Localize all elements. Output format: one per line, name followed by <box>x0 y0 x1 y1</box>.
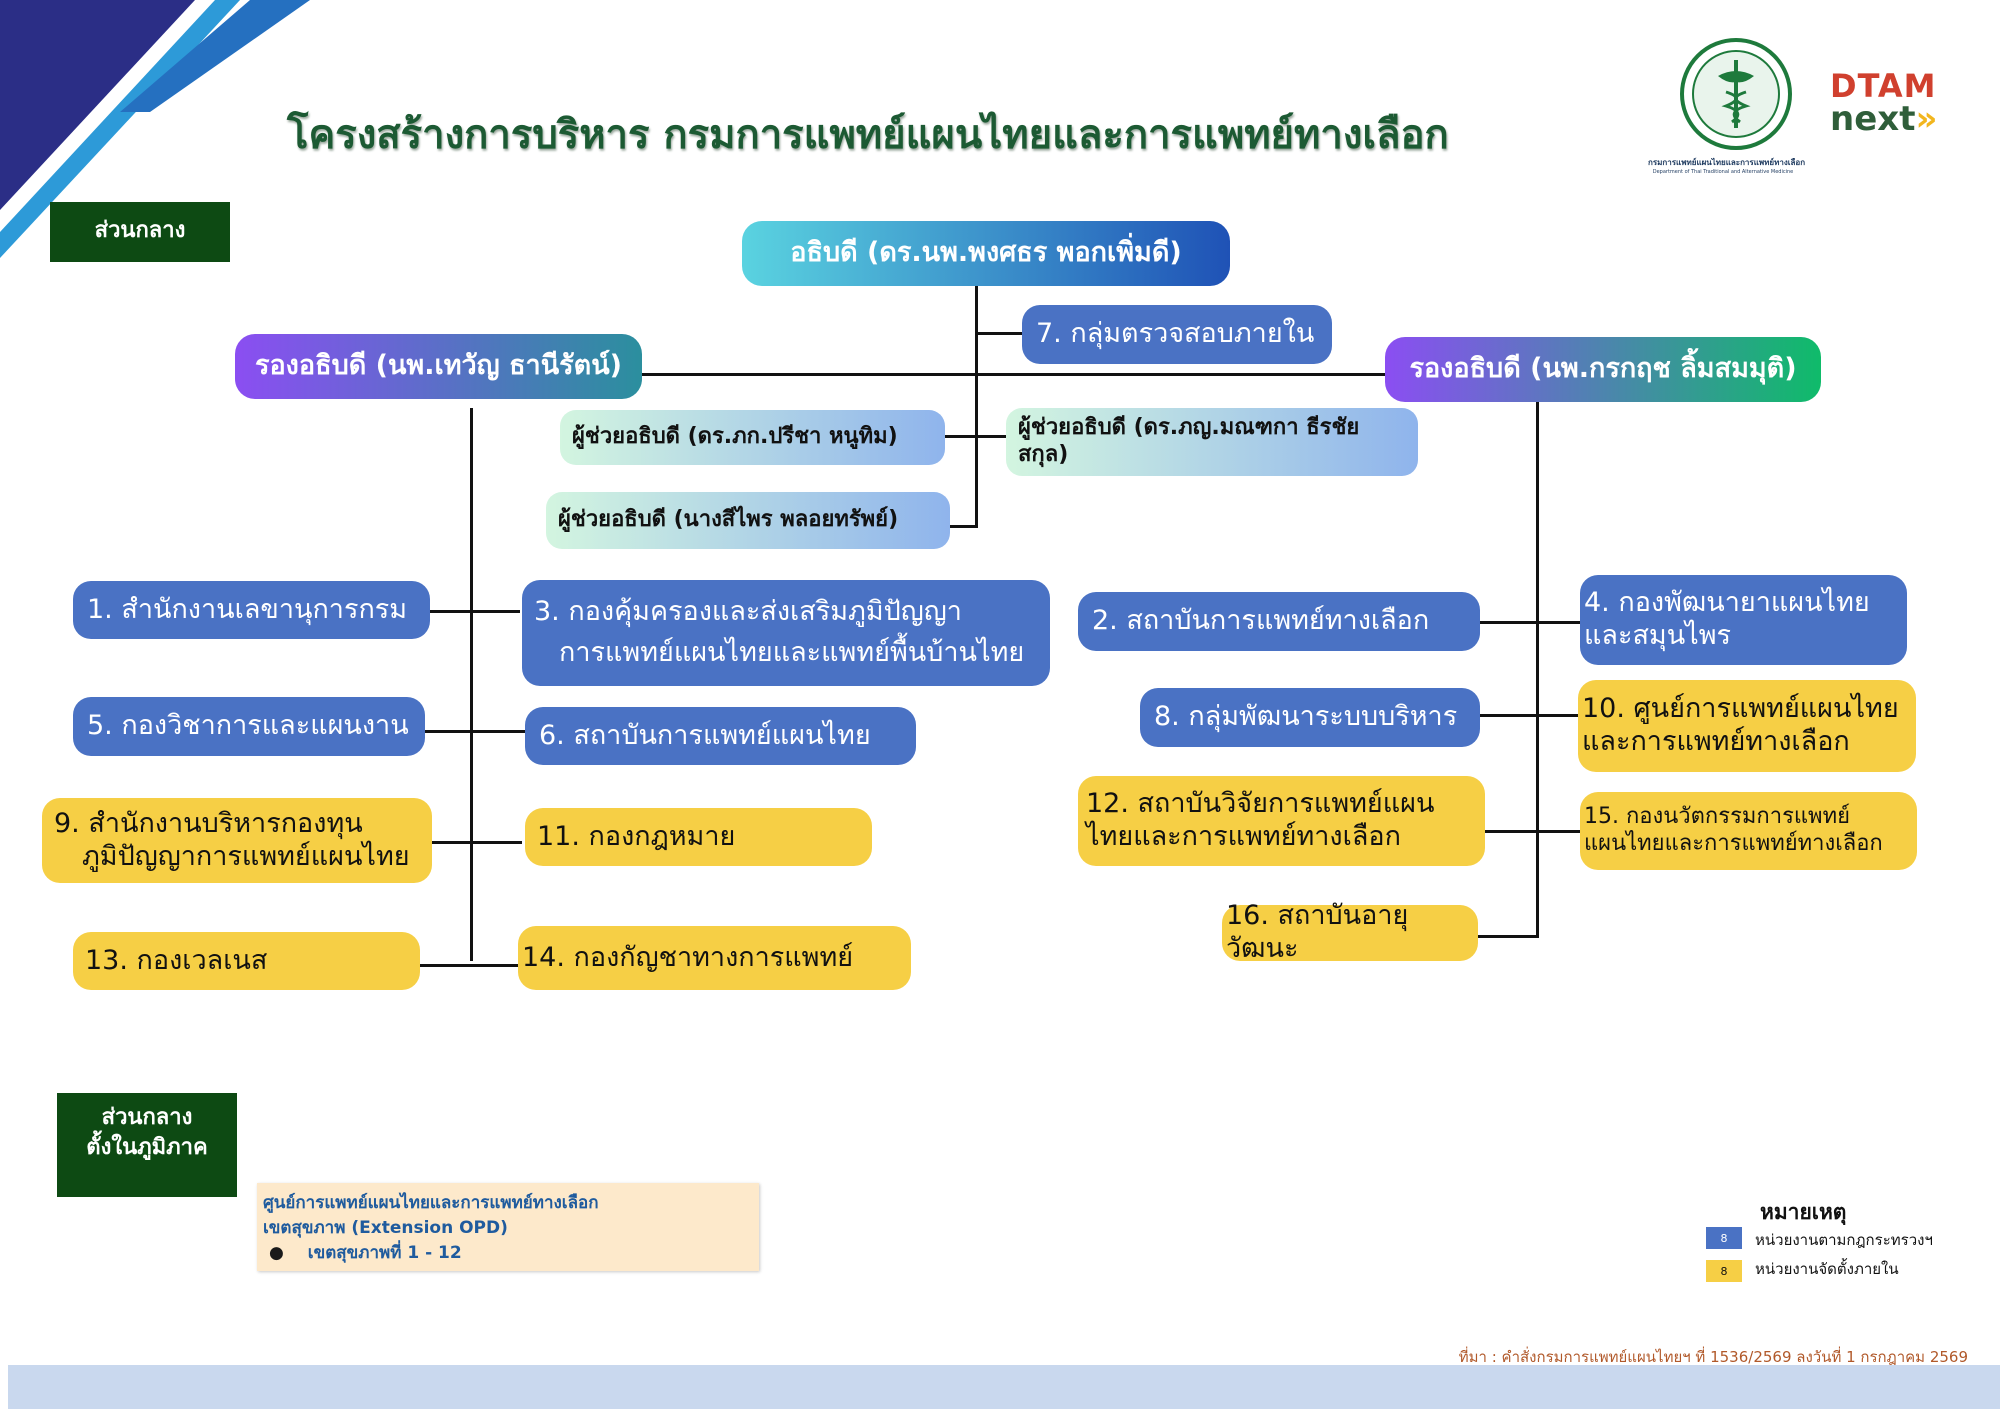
regional-centers-box: ศูนย์การแพทย์แผนไทยและการแพทย์ทางเลือก เ… <box>257 1183 759 1271</box>
legend-blue-label: หน่วยงานตามกฎกระทรวงฯ <box>1755 1231 1933 1249</box>
regional-centers-line2: เขตสุขภาพ (Extension OPD) <box>263 1218 508 1238</box>
assistant-director-box-3: ผู้ช่วยอธิบดี (นางสีไพร พลอยทรัพย์) <box>546 492 950 549</box>
unit-10-line1: 10. ศูนย์การแพทย์แผนไทย <box>1582 693 1899 725</box>
connector-line <box>975 332 1023 335</box>
assistant-director-box-1: ผู้ช่วยอธิบดี (ดร.ภก.ปรีชา หนูทิม) <box>560 410 945 465</box>
director-general-box: อธิบดี (ดร.นพ.พงศธร พอกเพิ่มดี) <box>742 221 1230 286</box>
connector-line <box>470 408 473 961</box>
connector-line <box>1480 714 1580 717</box>
deputy-director-left-box: รองอธิบดี (นพ.เทวัญ ธานีรัตน์) <box>235 334 642 399</box>
brand-bottom: next <box>1830 99 1916 139</box>
dept-name-th: กรมการแพทย์แผนไทยและการแพทย์ทางเลือก <box>1648 158 1806 167</box>
unit-11-box: 11. กองกฎหมาย <box>525 808 872 866</box>
legend-yellow-label: หน่วยงานจัดตั้งภายใน <box>1755 1260 1899 1278</box>
unit-4-line2: และสมุนไพร <box>1584 620 1732 651</box>
connector-line <box>1485 830 1580 833</box>
unit-7-box: 7. กลุ่มตรวจสอบภายใน <box>1022 305 1332 364</box>
section-label-regional: ส่วนกลาง ตั้งในภูมิภาค <box>57 1093 237 1197</box>
unit-10-box: 10. ศูนย์การแพทย์แผนไทย และการแพทย์ทางเล… <box>1578 680 1916 772</box>
legend: หมายเหตุ 8 หน่วยงานตามกฎกระทรวงฯ 8 หน่วย… <box>1700 1196 1940 1291</box>
unit-14-box: 14. กองกัญชาทางการแพทย์ <box>518 926 911 990</box>
regional-centers-bullet: เขตสุขภาพที่ 1 - 12 <box>307 1243 462 1263</box>
unit-15-box: 15. กองนวัตกรรมการแพทย์ แผนไทยและการแพทย… <box>1580 792 1917 870</box>
ministry-seal-logo: กรมการแพทย์แผนไทยและการแพทย์ทางเลือก Dep… <box>1648 36 1806 175</box>
assistant-director-box-2: ผู้ช่วยอธิบดี (ดร.ภญ.มณฑกา ธีรชัยสกุล) <box>1006 408 1418 476</box>
unit-10-line2: และการแพทย์ทางเลือก <box>1582 726 1850 757</box>
unit-8-box: 8. กลุ่มพัฒนาระบบบริหาร <box>1140 688 1480 747</box>
unit-15-line1: 15. กองนวัตกรรมการแพทย์ <box>1584 804 1850 830</box>
regional-label-line1: ส่วนกลาง <box>101 1105 193 1130</box>
connector-line <box>425 730 525 733</box>
unit-3-box: 3. กองคุ้มครองและส่งเสริมภูมิปัญญา การแพ… <box>522 580 1050 686</box>
legend-yellow-swatch: 8 <box>1706 1260 1742 1282</box>
unit-4-line1: 4. กองพัฒนายาแผนไทย <box>1584 587 1870 619</box>
bullet-icon: ● <box>269 1243 284 1263</box>
unit-16-box: 16. สถาบันอายุวัฒนะ <box>1222 900 1478 964</box>
unit-3-line1: 3. กองคุ้มครองและส่งเสริมภูมิปัญญา <box>534 596 962 628</box>
deputy-director-right-box: รองอธิบดี (นพ.กรกฤช ลิ้มสมมุติ) <box>1385 337 1821 402</box>
page-title: โครงสร้างการบริหาร กรมการแพทย์แผนไทยและก… <box>287 112 1449 158</box>
unit-12-line2: ไทยและการแพทย์ทางเลือก <box>1086 821 1401 852</box>
unit-5-box: 5. กองวิชาการและแผนงาน <box>73 697 425 756</box>
connector-line <box>1480 621 1580 624</box>
connector-line <box>942 435 1008 438</box>
regional-centers-line1: ศูนย์การแพทย์แผนไทยและการแพทย์ทางเลือก <box>263 1193 599 1213</box>
brand-top: DTAM <box>1830 67 1937 105</box>
unit-6-box: 6. สถาบันการแพทย์แผนไทย <box>525 707 916 765</box>
unit-9-box: 9. สำนักงานบริหารกองทุน ภูมิปัญญาการแพทย… <box>42 798 432 883</box>
footer-bar <box>8 1365 2000 1409</box>
unit-15-line2: แผนไทยและการแพทย์ทางเลือก <box>1584 831 1883 856</box>
unit-9-line1: 9. สำนักงานบริหารกองทุน <box>54 807 363 839</box>
connector-line <box>1536 400 1539 938</box>
section-label-central: ส่วนกลาง <box>50 202 230 262</box>
connector-line <box>640 373 1385 376</box>
connector-line <box>948 525 978 528</box>
connector-line <box>430 610 520 613</box>
legend-blue-swatch: 8 <box>1706 1227 1742 1249</box>
connector-line <box>1478 935 1539 938</box>
brand-arrows-icon: » <box>1915 99 1938 139</box>
unit-12-line1: 12. สถาบันวิจัยการแพทย์แผน <box>1086 788 1435 820</box>
source-note: ที่มา : คำสั่งกรมการแพทย์แผนไทยฯ ที่ 153… <box>1458 1348 1968 1366</box>
unit-3-line2: การแพทย์แผนไทยและแพทย์พื้นบ้านไทย <box>559 637 1025 668</box>
corner-decoration <box>0 0 310 258</box>
connector-line <box>420 964 520 967</box>
dtam-next-logo: DTAM next» <box>1830 70 1960 142</box>
unit-9-line2: ภูมิปัญญาการแพทย์แผนไทย <box>82 840 410 872</box>
unit-4-box: 4. กองพัฒนายาแผนไทย และสมุนไพร <box>1580 575 1907 665</box>
unit-1-box: 1. สำนักงานเลขานุการกรม <box>73 581 430 639</box>
dept-name-en: Department of Thai Traditional and Alter… <box>1652 169 1794 175</box>
connector-line <box>975 285 978 528</box>
regional-label-line2: ตั้งในภูมิภาค <box>86 1135 208 1160</box>
legend-title: หมายเหตุ <box>1760 1200 1847 1224</box>
connector-line <box>432 841 522 844</box>
unit-13-box: 13. กองเวลเนส <box>73 932 420 990</box>
unit-2-box: 2. สถาบันการแพทย์ทางเลือก <box>1078 592 1480 651</box>
unit-12-box: 12. สถาบันวิจัยการแพทย์แผน ไทยและการแพทย… <box>1078 776 1485 866</box>
